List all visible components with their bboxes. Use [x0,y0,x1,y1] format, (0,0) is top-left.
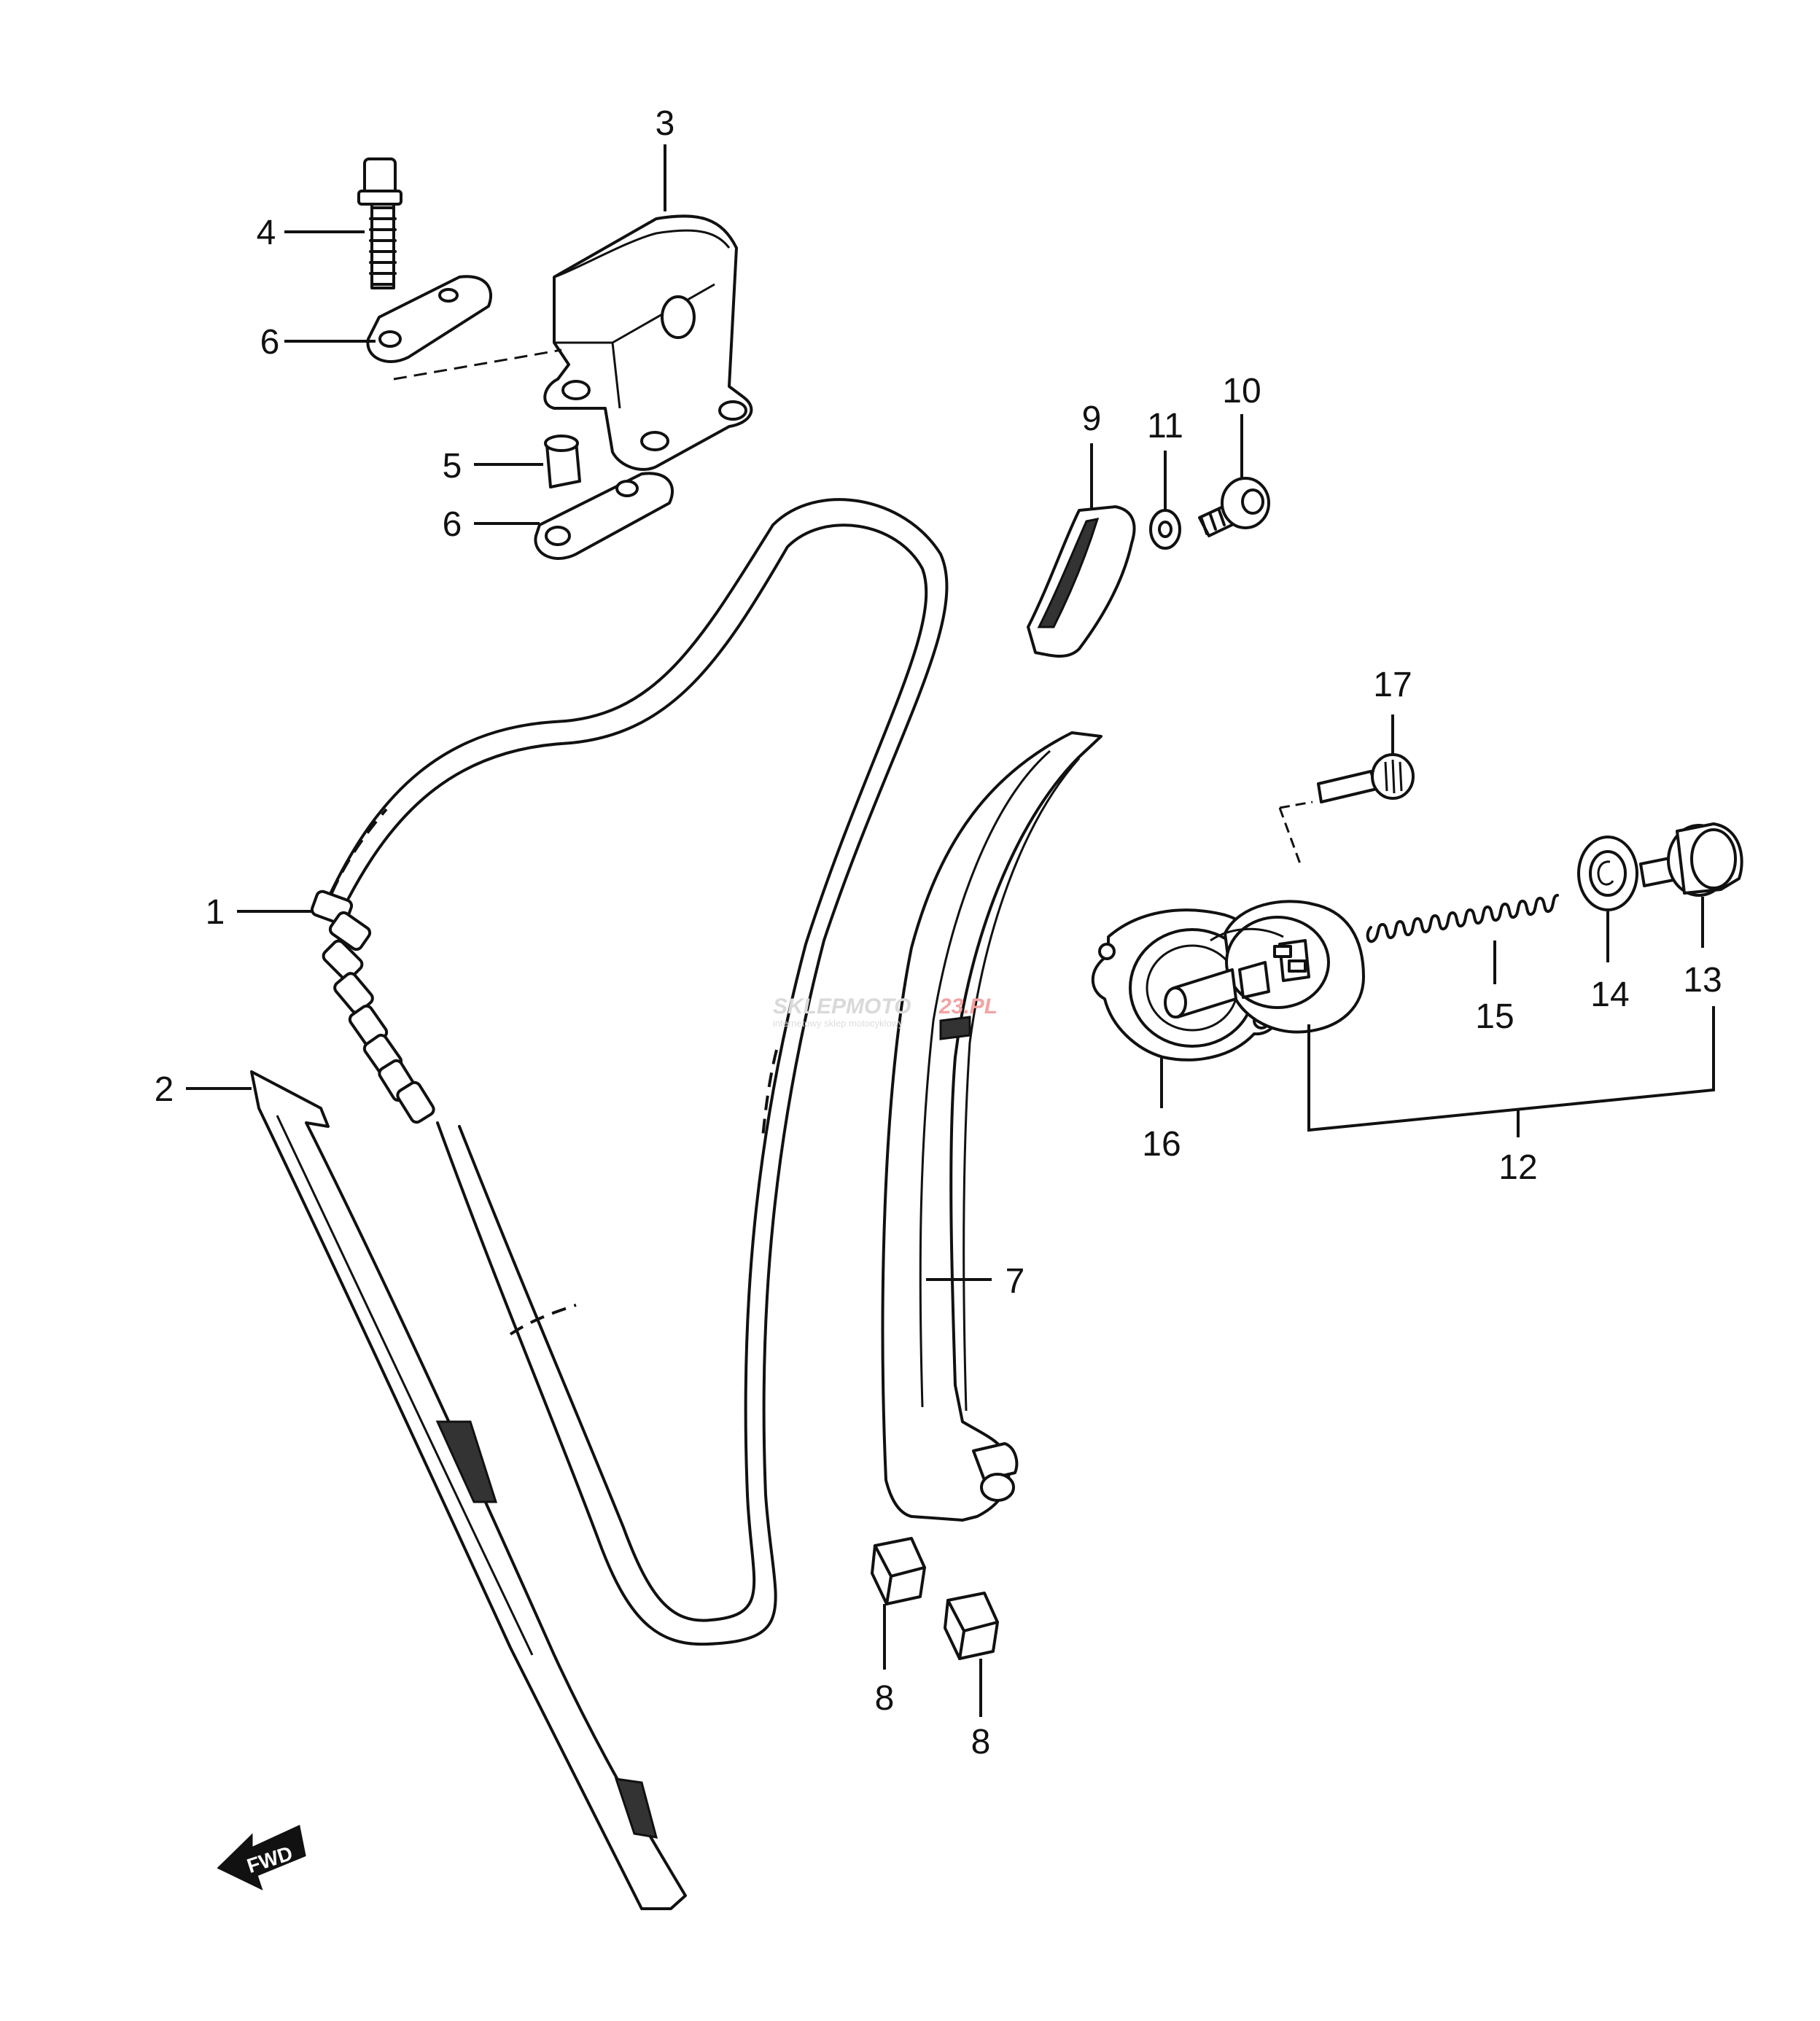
callout-9: 9 [1082,400,1102,438]
callout-10: 10 [1222,372,1261,410]
callout-12: 12 [1498,1148,1537,1187]
washer-11 [1149,509,1181,550]
cam-chain [310,498,949,1646]
bolt-17 [1278,753,1415,868]
fwd-arrow-icon [217,1824,306,1890]
watermark: SKLEPMOTO 23.PL internetowy sklep motocy… [773,994,998,1029]
callout-6-bottom: 6 [443,505,462,544]
callout-11: 11 [1147,407,1183,445]
watermark-brand-right: 23.PL [938,994,998,1019]
plug-bolt-13 [1639,822,1743,897]
callout-5: 5 [443,447,462,486]
guide-bracket [543,214,753,471]
callout-6-top: 6 [260,323,280,362]
spacer-5 [544,435,581,488]
callout-3: 3 [656,104,675,143]
callout-1: 1 [206,893,225,932]
guide-pad-9 [1027,505,1136,658]
bolt-4 [357,157,402,289]
callout-15: 15 [1475,997,1514,1036]
callout-14: 14 [1590,976,1629,1014]
washer-14 [1577,836,1638,911]
callout-8-right: 8 [971,1723,991,1761]
plate-6-top [366,275,562,381]
leader-lines [186,144,1715,1717]
tensioner-body-12 [1164,900,1365,1034]
fwd-arrow: FWD [217,1824,306,1890]
callout-17: 17 [1373,666,1412,704]
callout-13: 13 [1683,961,1722,1000]
callout-labels: 3 4 6 5 6 9 11 10 17 1 2 7 8 8 15 14 13 … [155,104,1722,1761]
watermark-brand-left: SKLEPMOTO [773,994,911,1019]
spring-15 [1366,894,1559,943]
callout-2: 2 [155,1070,174,1109]
callout-7: 7 [1006,1262,1025,1301]
plate-6-bottom [534,472,674,560]
watermark-tagline: internetowy sklep motocyklowy [773,1018,903,1029]
rubber-block-8a [871,1537,926,1605]
bolt-10 [1198,477,1270,537]
callout-8-left: 8 [875,1679,895,1718]
chain-guide [250,1070,687,1910]
tensioner-arm-7 [881,731,1102,1522]
callout-4: 4 [257,214,276,252]
callout-16: 16 [1142,1125,1181,1164]
chain-links [310,889,435,1124]
rubber-block-8b [944,1592,999,1660]
